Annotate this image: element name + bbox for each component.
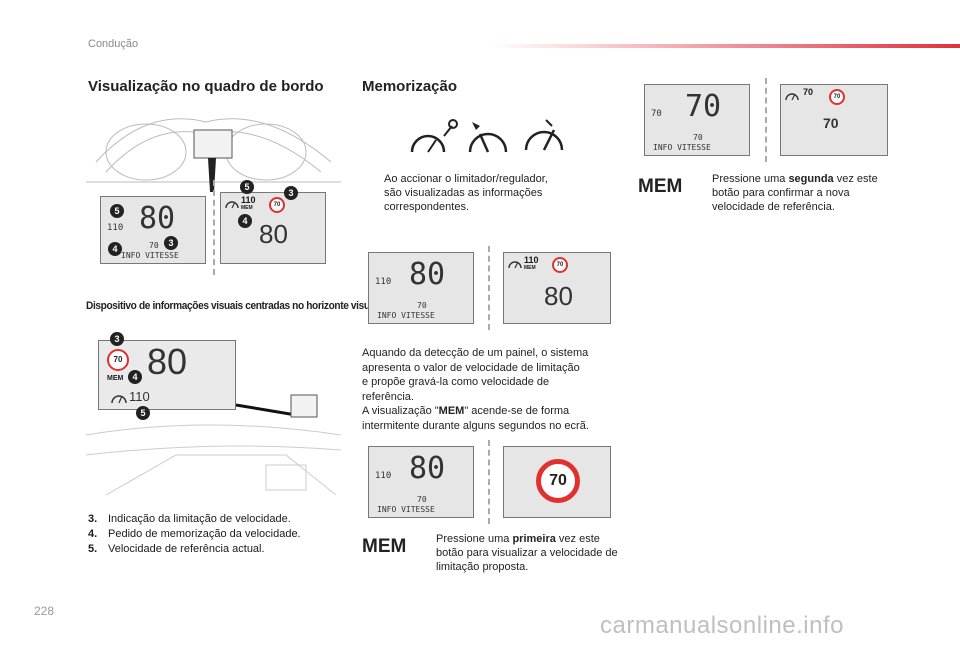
hud-display-mid-1: 110 MEM 70 80: [503, 252, 611, 324]
mem-button-label-right: MEM: [638, 176, 683, 197]
bullet-icon: [694, 172, 712, 214]
hud-large-speed: 80: [147, 341, 188, 382]
dash-display-right: 70 70 70 INFO VITESSE: [644, 84, 750, 156]
hud-speed: 70: [823, 115, 839, 131]
divider-right: [765, 78, 767, 162]
legend-item-3: 3.Indicação da limitação de velocidade.: [88, 513, 291, 525]
hud-limit-sign: 70: [829, 89, 845, 105]
display-limit: 70: [417, 495, 427, 504]
page-number: 228: [34, 604, 55, 618]
bullet-icon: [366, 172, 384, 214]
badge-3c: 3: [110, 332, 124, 346]
hud-set-speed: 70: [803, 87, 814, 97]
hud-speed: 80: [259, 219, 288, 249]
hud-large-mem: MEM: [107, 375, 124, 382]
badge-4b: 4: [238, 214, 252, 228]
header-accent-bar: [490, 44, 960, 48]
regulator-icon: [468, 122, 508, 153]
bullet-icon: [418, 532, 436, 574]
display-limit: 70: [149, 241, 159, 250]
limiter-icon: [410, 119, 458, 153]
hud-display-right: 70 70 70: [780, 84, 888, 156]
hud-limit-sign: 70: [269, 197, 285, 213]
bullet-press-first: Pressione uma primeira vez este botão pa…: [418, 532, 618, 574]
display-set-speed: 110: [375, 471, 392, 481]
dash-display-mid-2: 80 110 70 INFO VITESSE: [368, 446, 474, 518]
divider-mid-2: [488, 440, 490, 524]
badge-5: 5: [110, 204, 124, 218]
hud-display-mid-2: 70: [503, 446, 611, 518]
detection-paragraph: Aquando da detecção de um painel, o sist…: [362, 347, 589, 432]
section-label: Condução: [88, 38, 139, 50]
legend-item-5: 5.Velocidade de referência actual.: [88, 543, 265, 555]
hud-mem: MEM: [241, 205, 253, 211]
mem-button-label: MEM: [362, 536, 407, 557]
legend-item-4: 4.Pedido de memorização da velocidade.: [88, 528, 301, 540]
display-speed: 70: [685, 89, 722, 124]
display-info: INFO VITESSE: [377, 311, 435, 320]
display-speed: 80: [139, 201, 176, 236]
hud-set-speed: 110: [524, 255, 539, 265]
regulator-active-icon: [524, 119, 564, 151]
middle-title: Memorização: [362, 78, 458, 95]
left-title: Visualização no quadro de bordo: [88, 78, 324, 95]
speedometer-icon: [785, 93, 799, 101]
hud-projector-illustration: [85, 394, 342, 496]
speedometer-icon: [111, 395, 127, 404]
hud-speed: 80: [544, 281, 573, 311]
speedometer-icon: [225, 201, 239, 209]
bullet-activate: Ao accionar o limitador/regulador, são v…: [366, 172, 566, 214]
display-speed: 80: [409, 451, 446, 486]
hud-display-left: 110 MEM 70 80: [220, 192, 326, 264]
legend-list: 3.Indicação da limitação de velocidade. …: [88, 512, 301, 557]
badge-3b: 3: [284, 186, 298, 200]
display-speed: 80: [409, 257, 446, 292]
badge-4: 4: [108, 242, 122, 256]
speedometer-icon: [508, 261, 522, 269]
watermark: carmanualsonline.info: [600, 612, 844, 639]
display-set-speed: 110: [107, 223, 124, 233]
display-set-speed: 110: [375, 277, 392, 287]
figure-caption: Dispositivo de informações visuais centr…: [86, 300, 378, 312]
bullet-press-second: Pressione uma segunda vez este botão par…: [694, 172, 894, 214]
display-limit: 70: [693, 133, 703, 142]
divider-mid-1: [488, 246, 490, 330]
badge-5c: 5: [136, 406, 150, 420]
hud-mem: MEM: [524, 265, 536, 271]
badge-5b: 5: [240, 180, 254, 194]
display-set-speed: 70: [651, 109, 662, 119]
hud-limit-sign: 70: [552, 257, 568, 273]
hud-limit-sign-large: 70: [536, 459, 580, 503]
badge-4c: 4: [128, 370, 142, 384]
hud-display-large: 70 80 MEM 110: [98, 340, 236, 410]
divider-left-top: [213, 180, 215, 275]
display-info: INFO VITESSE: [121, 251, 179, 260]
display-limit: 70: [417, 301, 427, 310]
hud-large-set-speed: 110: [129, 389, 150, 404]
hud-large-limit-sign: 70: [107, 349, 129, 371]
display-info: INFO VITESSE: [377, 505, 435, 514]
badge-3: 3: [164, 236, 178, 250]
display-info: INFO VITESSE: [653, 143, 711, 152]
dash-display-mid-1: 80 110 70 INFO VITESSE: [368, 252, 474, 324]
hud-set-speed: 110: [241, 195, 256, 205]
